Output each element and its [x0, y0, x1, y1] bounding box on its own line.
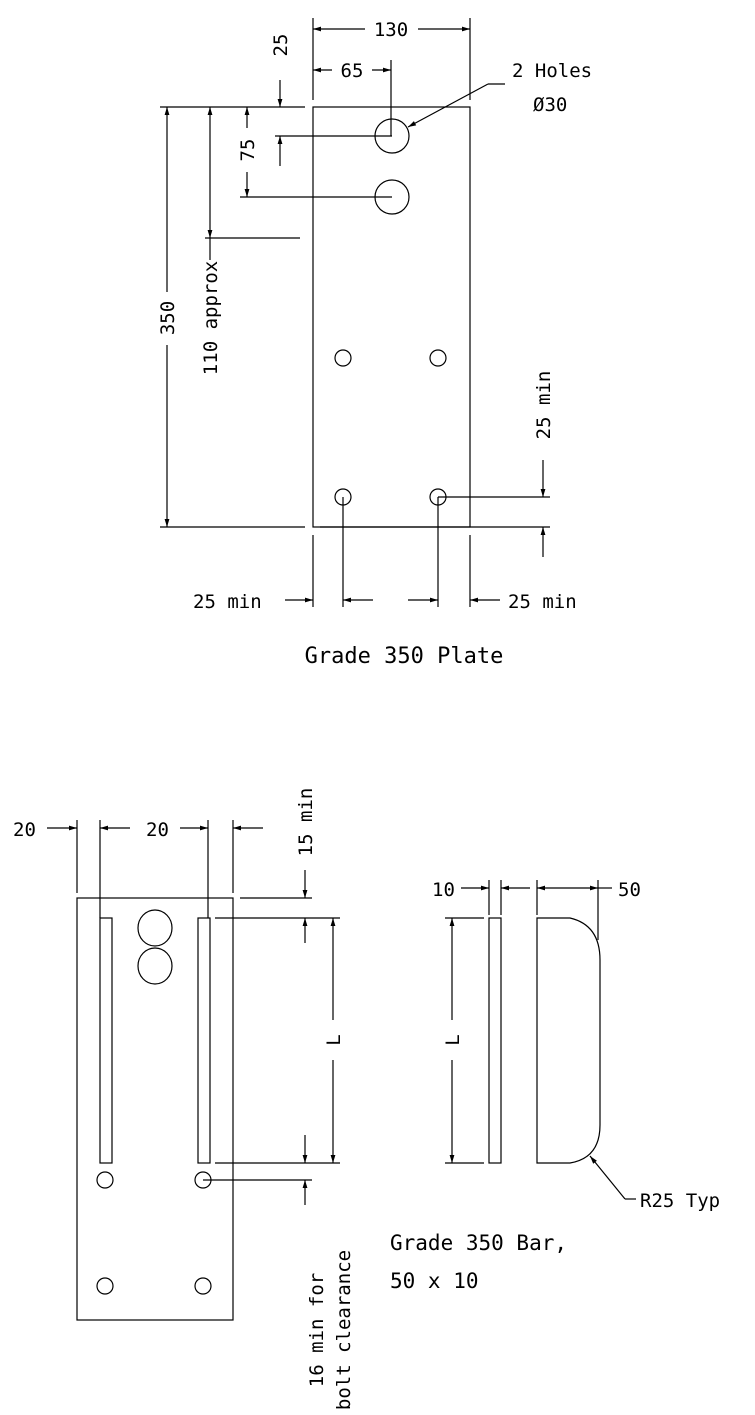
dim-approx: 110 approx [200, 261, 222, 375]
dim-hole-spacing: 75 [237, 139, 259, 162]
bolt-hole [96, 1171, 114, 1189]
dim-edge-left: 25 min [193, 591, 262, 613]
bar-slot [197, 917, 211, 1164]
large-hole [137, 909, 173, 947]
plate-outline [312, 106, 471, 528]
bar-size: 50 x 10 [390, 1269, 479, 1293]
plate-view: 130 65 2 Holes Ø30 25 75 110 approx [157, 18, 592, 669]
bolt-hole [334, 349, 352, 367]
large-hole [137, 947, 173, 985]
bolt-hole [194, 1277, 212, 1295]
dim-edge-right: 25 min [508, 591, 577, 613]
holes-diameter: Ø30 [533, 94, 567, 116]
assembly-plate-outline [76, 897, 234, 1321]
assembly-view: 20 20 15 min L 16 min for bolt clearance [13, 788, 355, 1410]
dim-hole-offset: 65 [341, 60, 364, 82]
bar-view: 10 50 L R25 Typ Grade 350 Bar, 50 x 10 [390, 879, 720, 1293]
dim-edge-vertical: 25 min [533, 371, 555, 440]
dim-left: 20 [13, 819, 36, 841]
dim-width: 130 [374, 19, 408, 41]
radius-note: R25 Typ [640, 1190, 720, 1212]
bolt-hole [96, 1277, 114, 1295]
dim-height: 350 [157, 301, 179, 335]
bolt-hole [429, 349, 447, 367]
bar-face-view [536, 917, 601, 1164]
dim-thickness: 10 [432, 879, 455, 901]
dim-top-min: 15 min [295, 788, 317, 857]
holes-note: 2 Holes [512, 60, 592, 82]
bar-edge-view [488, 917, 502, 1164]
dim-width: 50 [618, 879, 641, 901]
bar-caption: Grade 350 Bar, [390, 1231, 567, 1255]
bar-dim-length: L [442, 1034, 464, 1045]
bar-slot [99, 917, 113, 1164]
dim-top-hole: 25 [270, 34, 292, 57]
dim-right: 20 [146, 819, 169, 841]
plate-caption: Grade 350 Plate [305, 644, 504, 669]
dim-length: L [323, 1034, 345, 1045]
clearance-note: 16 min for [306, 1273, 328, 1387]
clearance-note-2: bolt clearance [333, 1250, 355, 1410]
